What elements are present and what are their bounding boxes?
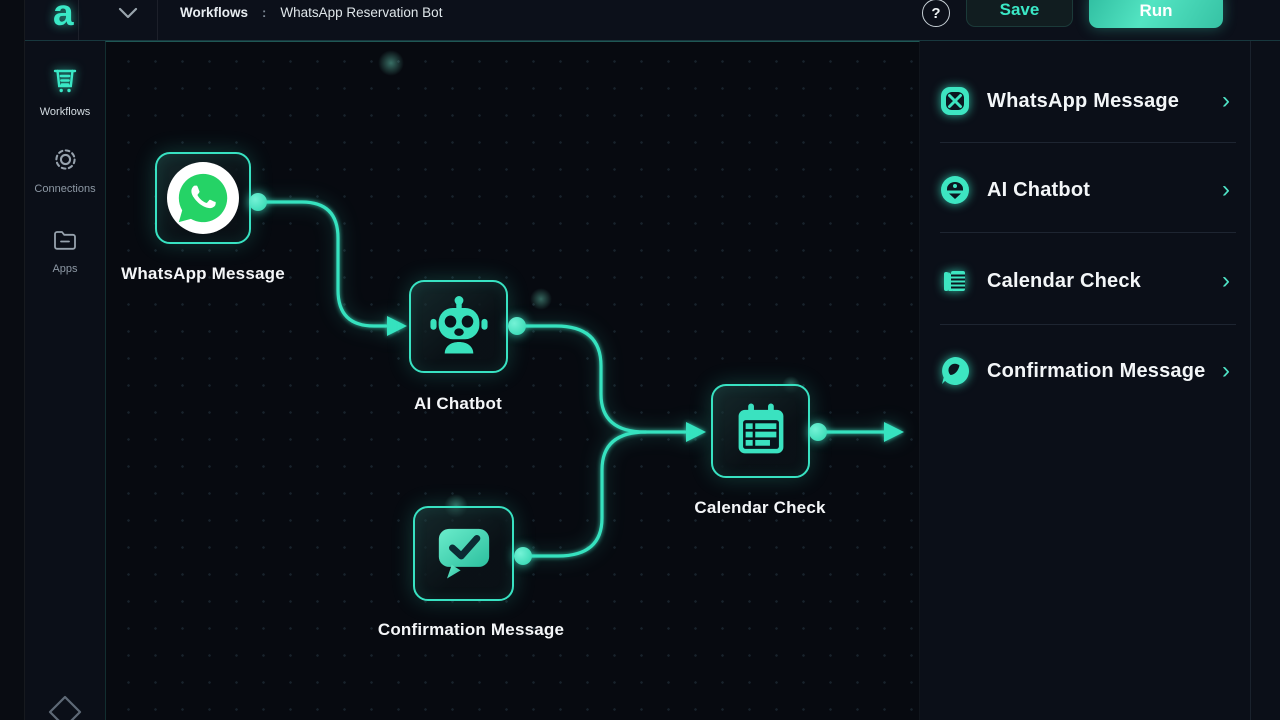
- node-ai-chatbot[interactable]: [409, 280, 508, 373]
- chevron-right-icon[interactable]: ›: [1222, 176, 1230, 203]
- panel-item-calendar-check[interactable]: Calendar Check ›: [940, 258, 1230, 304]
- workflows-icon: [53, 69, 77, 93]
- panel-divider: [940, 324, 1236, 325]
- panel-label-ai-chatbot: AI Chatbot: [987, 178, 1091, 201]
- chat-check-icon: [438, 528, 489, 578]
- port-calendar-output[interactable]: [809, 423, 827, 441]
- save-button[interactable]: Save: [966, 0, 1073, 27]
- topbar: a Workflows : WhatsApp Reservation Bot ?…: [0, 0, 1280, 41]
- port-whatsapp-output[interactable]: [249, 193, 267, 211]
- panel-divider: [940, 232, 1236, 233]
- chevron-right-icon[interactable]: ›: [1222, 267, 1230, 294]
- breadcrumb: Workflows : WhatsApp Reservation Bot: [180, 0, 442, 24]
- panel-item-ai-chatbot[interactable]: AI Chatbot ›: [940, 167, 1230, 213]
- node-calendar-check[interactable]: [711, 384, 810, 478]
- sidebar-label-connections: Connections: [34, 183, 96, 195]
- port-ai-chatbot-output[interactable]: [508, 317, 526, 335]
- panel-item-confirmation-message[interactable]: Confirmation Message ›: [940, 348, 1230, 394]
- node-label-confirmation-message: Confirmation Message: [377, 620, 565, 639]
- whatsapp-x-icon: [941, 87, 969, 115]
- sidebar-label-apps: Apps: [52, 263, 78, 275]
- port-confirmation-output[interactable]: [514, 547, 532, 565]
- chat-bubble-icon: [942, 357, 969, 385]
- app-logo[interactable]: a: [53, 0, 74, 33]
- panel-item-whatsapp-message[interactable]: WhatsApp Message ›: [940, 78, 1230, 124]
- topbar-divider: [78, 0, 79, 40]
- chevron-right-icon[interactable]: ›: [1222, 87, 1230, 114]
- robot-icon: [429, 295, 488, 354]
- node-label-ai-chatbot: AI Chatbot: [414, 394, 502, 413]
- sidebar-label-workflows: Workflows: [39, 106, 91, 118]
- sidebar-item-connections[interactable]: Connections: [25, 145, 105, 195]
- sidebar-item-workflows[interactable]: Workflows: [25, 63, 105, 118]
- panel-label-whatsapp-message: WhatsApp Message: [987, 89, 1180, 112]
- breadcrumb-separator: :: [262, 4, 267, 20]
- fit-view-diamond-icon[interactable]: [47, 694, 83, 720]
- panel-right-border: [1250, 41, 1251, 720]
- node-list-panel: WhatsApp Message › AI Chatbot ›: [920, 41, 1280, 720]
- gear-icon: [54, 149, 76, 170]
- calendar-lines-icon: [944, 271, 965, 291]
- chevron-right-icon[interactable]: ›: [1222, 357, 1230, 384]
- help-button[interactable]: ?: [922, 0, 950, 27]
- breadcrumb-title: WhatsApp Reservation Bot: [280, 4, 443, 20]
- calendar-icon: [738, 403, 783, 454]
- panel-divider: [940, 142, 1236, 143]
- chevron-down-icon[interactable]: [118, 6, 138, 24]
- node-whatsapp-message[interactable]: [155, 152, 251, 244]
- breadcrumb-section[interactable]: Workflows: [180, 4, 249, 20]
- sidebar: Workflows Connections Apps: [25, 41, 105, 720]
- node-confirmation-message[interactable]: [413, 506, 514, 601]
- panel-label-confirmation-message: Confirmation Message: [987, 359, 1206, 382]
- folder-icon: [54, 231, 76, 250]
- panel-label-calendar-check: Calendar Check: [987, 269, 1141, 292]
- window-left-margin: [0, 0, 25, 720]
- run-button[interactable]: Run: [1089, 0, 1223, 28]
- chatbot-face-icon: [941, 176, 969, 204]
- whatsapp-icon: [167, 162, 239, 234]
- sidebar-item-apps[interactable]: Apps: [25, 226, 105, 275]
- node-label-whatsapp-message: WhatsApp Message: [121, 264, 285, 283]
- workflow-canvas[interactable]: [105, 41, 920, 720]
- node-label-calendar-check: Calendar Check: [694, 498, 826, 517]
- topbar-divider: [157, 0, 158, 40]
